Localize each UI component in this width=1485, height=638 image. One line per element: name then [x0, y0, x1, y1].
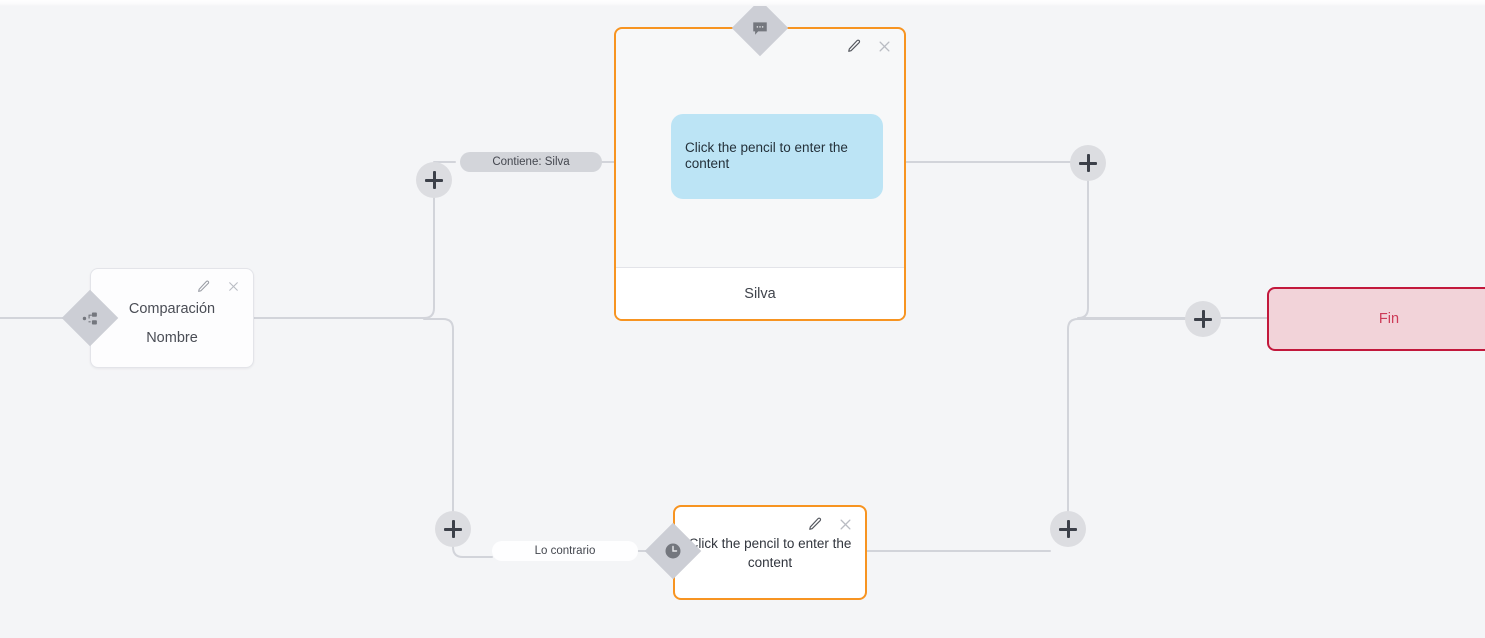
edge-label-contiene-silva[interactable]: Contiene: Silva	[460, 152, 602, 172]
add-node-button-before-fin[interactable]	[1185, 301, 1221, 337]
add-node-button-false-branch[interactable]	[435, 511, 471, 547]
edge-merge-bottom	[1067, 318, 1186, 512]
branch-split-icon-handle[interactable]	[61, 289, 119, 347]
node-comparacion-title: Comparación	[128, 301, 216, 317]
edge-fork-up	[423, 197, 435, 319]
node-message-footer-label: Silva	[616, 267, 904, 319]
branch-split-icon	[70, 298, 110, 338]
close-icon[interactable]	[876, 37, 892, 55]
edge-merge-top	[1077, 180, 1186, 319]
edge-fork-down	[423, 318, 454, 512]
speech-bubble-icon-handle[interactable]	[731, 0, 789, 57]
close-icon[interactable]	[837, 515, 853, 533]
pencil-icon[interactable]	[195, 277, 211, 295]
pencil-icon[interactable]	[846, 37, 862, 55]
node-delay[interactable]: Click the pencil to enter the content	[673, 505, 867, 600]
clock-icon-handle[interactable]	[644, 522, 702, 580]
edge-false-stub	[452, 546, 493, 558]
speech-bubble-icon	[740, 8, 780, 48]
node-message[interactable]: Click the pencil to enter the content Si…	[614, 27, 906, 321]
close-icon[interactable]	[225, 277, 241, 295]
add-node-button-true-branch[interactable]	[416, 162, 452, 198]
message-bubble[interactable]: Click the pencil to enter the content	[671, 114, 883, 199]
node-comparacion-subtitle: Nombre	[146, 330, 198, 346]
edge-label-lo-contrario[interactable]: Lo contrario	[492, 541, 638, 561]
node-delay-actions	[807, 515, 853, 533]
node-fin[interactable]: Fin	[1267, 287, 1485, 351]
clock-icon	[653, 531, 693, 571]
pencil-icon[interactable]	[807, 515, 823, 533]
add-node-button-after-delay[interactable]	[1050, 511, 1086, 547]
node-delay-text: Click the pencil to enter the content	[688, 536, 852, 570]
viewport-top-strip	[0, 0, 1485, 6]
node-message-actions	[846, 37, 892, 55]
node-comparacion-actions	[195, 277, 241, 295]
add-node-button-after-message[interactable]	[1070, 145, 1106, 181]
